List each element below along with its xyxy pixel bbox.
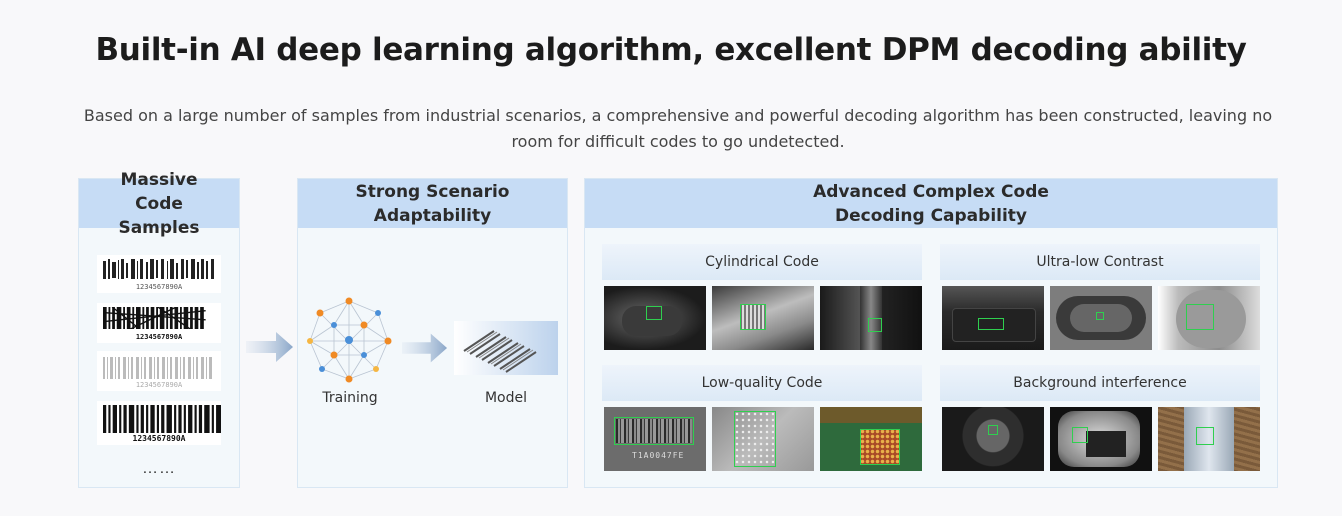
more-samples-ellipsis: …… bbox=[142, 460, 176, 477]
sample-image: T1A0047FE bbox=[604, 407, 706, 471]
barcode-number: 1234567890A bbox=[135, 381, 183, 389]
barcode-bars bbox=[103, 259, 214, 279]
barcode-sample-1: 1234567890A bbox=[97, 255, 221, 293]
category-ultra-low-contrast: Ultra-low Contrast bbox=[940, 244, 1260, 352]
category-label: Low-quality Code bbox=[602, 365, 922, 401]
barcode-bars-scratched bbox=[103, 307, 206, 329]
sample-image bbox=[820, 407, 922, 471]
arrow-right-icon bbox=[402, 333, 448, 363]
sample-image bbox=[1050, 407, 1152, 471]
barcode-sample-2: 1234567890A bbox=[97, 303, 221, 343]
panel-title-decoding: Advanced Complex Code Decoding Capabilit… bbox=[585, 179, 1277, 228]
panel-title-adaptability-text: Strong Scenario Adaptability bbox=[355, 181, 510, 226]
detection-box bbox=[868, 318, 882, 332]
category-low-quality-code: Low-quality Code T1A0047FE bbox=[602, 365, 922, 473]
detection-box bbox=[988, 425, 998, 435]
sample-image bbox=[1158, 407, 1260, 471]
detection-box bbox=[978, 318, 1004, 330]
panel-title-adaptability: Strong Scenario Adaptability bbox=[298, 179, 567, 228]
detection-box bbox=[646, 306, 662, 320]
training-label: Training bbox=[322, 390, 378, 406]
sample-image bbox=[712, 407, 814, 471]
detection-box bbox=[614, 417, 694, 445]
sample-image bbox=[820, 286, 922, 350]
sample-image bbox=[942, 407, 1044, 471]
detection-box bbox=[1072, 427, 1088, 443]
detection-box bbox=[734, 411, 776, 467]
sample-image bbox=[604, 286, 706, 350]
detection-box bbox=[1186, 304, 1214, 330]
panel-scenario-adaptability: Strong Scenario Adaptability Training bbox=[297, 178, 568, 488]
panel-complex-decoding: Advanced Complex Code Decoding Capabilit… bbox=[584, 178, 1278, 488]
category-label: Ultra-low Contrast bbox=[940, 244, 1260, 280]
sample-image bbox=[712, 286, 814, 350]
panel-title-decoding-text: Advanced Complex Code Decoding Capabilit… bbox=[813, 181, 1049, 226]
model-label: Model bbox=[484, 390, 528, 406]
barcode-number: 1234567890A bbox=[135, 333, 183, 341]
barcode-number: 1234567890A bbox=[132, 434, 186, 443]
neural-network-icon bbox=[307, 297, 392, 383]
barcode-sample-4: 1234567890A bbox=[97, 401, 221, 445]
sample-image bbox=[1050, 286, 1152, 350]
panel-title-samples: Massive Code Samples bbox=[79, 170, 239, 238]
category-label: Cylindrical Code bbox=[602, 244, 922, 280]
barcode-bars-bold bbox=[103, 405, 221, 433]
barcode-model-icon bbox=[454, 321, 558, 375]
arrow-right-icon bbox=[246, 332, 293, 362]
detection-box bbox=[740, 304, 766, 330]
barcode-bars-faded bbox=[103, 357, 212, 379]
detection-box bbox=[1096, 312, 1104, 320]
detection-box bbox=[1196, 427, 1214, 445]
sample-image bbox=[1158, 286, 1260, 350]
page-title: Built-in AI deep learning algorithm, exc… bbox=[95, 32, 1247, 68]
page-subtitle: Based on a large number of samples from … bbox=[83, 106, 1273, 151]
category-cylindrical-code: Cylindrical Code bbox=[602, 244, 922, 352]
barcode-number: 1234567890A bbox=[135, 283, 183, 291]
panel-title-samples-text: Massive Code Samples bbox=[118, 169, 200, 238]
barcode-sample-3: 1234567890A bbox=[97, 351, 221, 391]
category-background-interference: Background interference bbox=[940, 365, 1260, 473]
sample-image bbox=[942, 286, 1044, 350]
detection-box bbox=[860, 429, 900, 465]
category-label: Background interference bbox=[940, 365, 1260, 401]
panel-massive-code-samples: Massive Code Samples 1234567890A bbox=[78, 170, 240, 488]
